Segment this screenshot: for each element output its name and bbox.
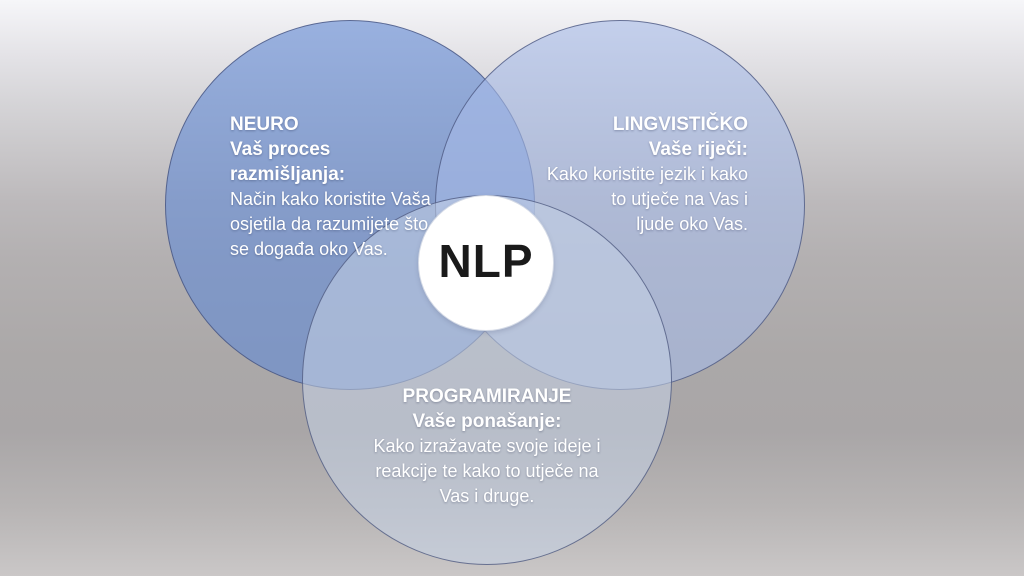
neuro-heading: NEURO: [230, 114, 299, 135]
programiranje-text-block: PROGRAMIRANJE Vaše ponašanje: Kako izraž…: [337, 384, 637, 509]
lingvisticko-subheading: Vaše riječi:: [648, 139, 748, 160]
nlp-center-circle: NLP: [418, 195, 554, 331]
lingvisticko-body-text: Kako koristite jezik i kako to utječe na…: [546, 164, 748, 234]
programiranje-subheading: Vaše ponašanje:: [412, 411, 562, 432]
neuro-body-text: Način kako koristite Vaša osjetila da ra…: [230, 189, 431, 259]
lingvisticko-heading: LINGVISTIČKO: [612, 114, 748, 135]
programiranje-body-text: Kako izražavate svoje ideje i reakcije t…: [373, 436, 601, 506]
programiranje-heading: PROGRAMIRANJE: [402, 386, 572, 407]
lingvisticko-text-block: LINGVISTIČKO Vaše riječi: Kako koristite…: [538, 112, 748, 237]
neuro-text-block: NEURO Vaš proces razmišljanja: Način kak…: [230, 112, 445, 262]
neuro-subheading: Vaš proces razmišljanja:: [230, 139, 346, 185]
nlp-center-label: NLP: [438, 235, 534, 287]
